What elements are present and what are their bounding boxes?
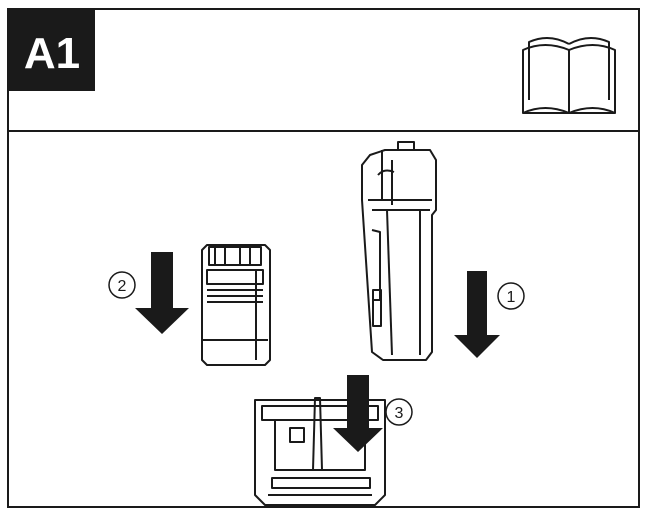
section-label-bg <box>9 10 95 91</box>
arrow-1-down <box>454 271 500 358</box>
section-label-text: A1 <box>24 29 80 78</box>
step-2-number: 2 <box>108 271 136 299</box>
svg-text:3: 3 <box>395 405 404 422</box>
svg-text:1: 1 <box>507 289 516 306</box>
arrow-2-down <box>135 252 189 334</box>
section-label: A1 <box>9 10 95 91</box>
svg-text:2: 2 <box>118 278 127 295</box>
manual-book-icon <box>522 37 616 114</box>
radio-handset <box>361 141 437 361</box>
step-3-number: 3 <box>385 398 413 426</box>
arrow-3-down <box>333 375 383 452</box>
step-1-number: 1 <box>497 282 525 310</box>
battery-pack <box>201 244 271 366</box>
